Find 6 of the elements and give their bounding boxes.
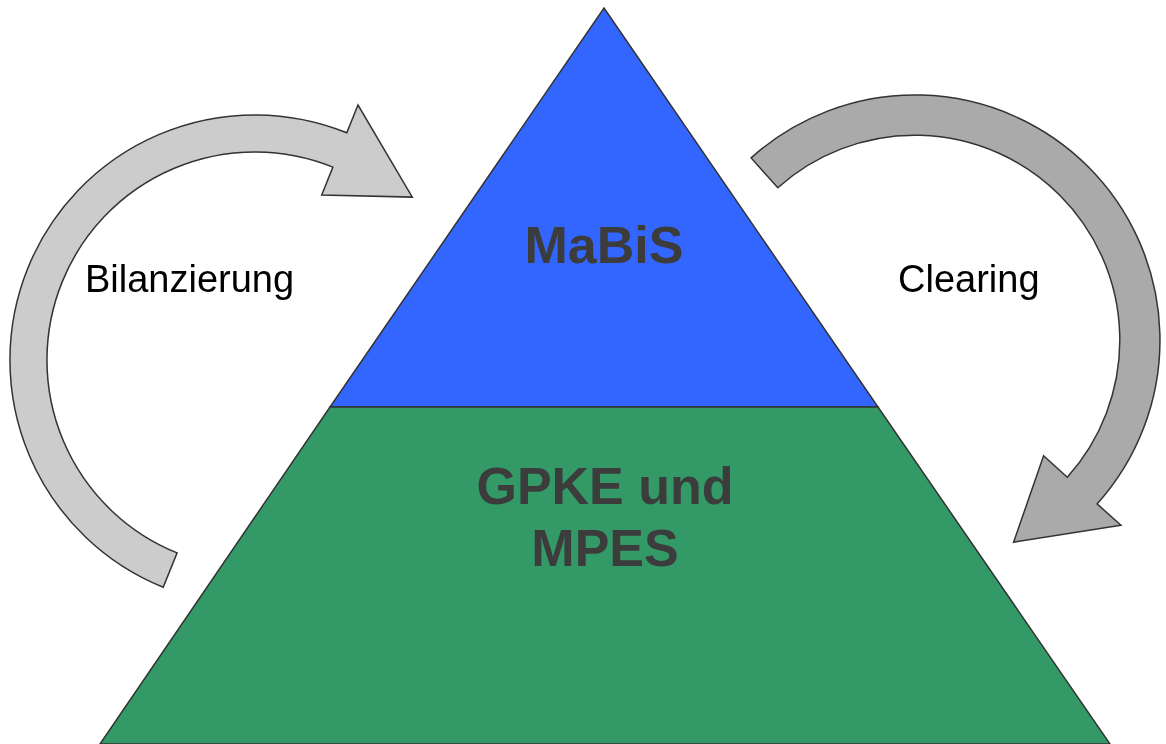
curved-block-arrow [750,94,1161,543]
edge-label: Clearing [898,258,1040,301]
edge-label: Bilanzierung [85,258,295,301]
curved-block-arrow [9,104,414,588]
segment-label: GPKE und MPES [475,456,735,579]
segment-label: MaBiS [524,215,684,276]
